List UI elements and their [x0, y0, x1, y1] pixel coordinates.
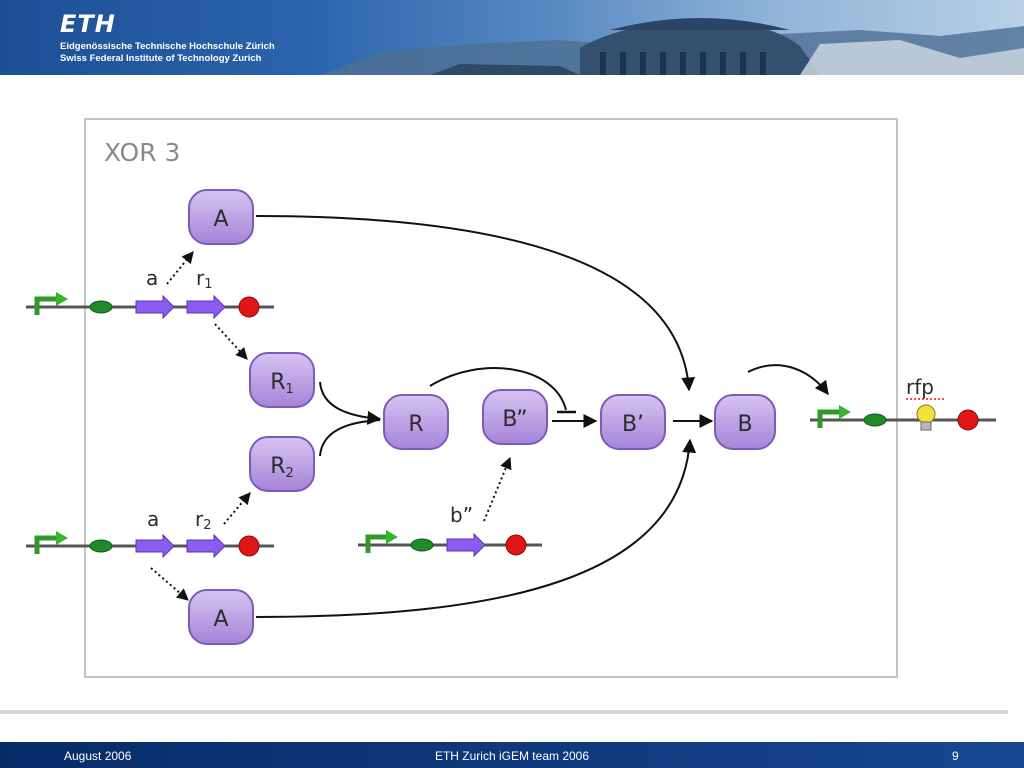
- svg-text:R: R: [408, 412, 423, 437]
- binding-arrow-r2: [319, 419, 381, 457]
- activation-arrow-b-rfp: [747, 364, 829, 396]
- promoter-icon: [817, 405, 851, 428]
- gene-label-b-double-prime: b”: [450, 503, 473, 527]
- rbs-icon: [89, 300, 113, 314]
- svg-text:B”: B”: [502, 407, 527, 432]
- expression-arrow: [483, 456, 512, 522]
- institution-name-english: Swiss Federal Institute of Technology Zu…: [60, 53, 262, 64]
- gene-label-r2: r2: [195, 507, 212, 533]
- node-b-double-prime: B”: [482, 389, 548, 445]
- footer-separator: [0, 710, 1008, 714]
- svg-text:R2: R2: [270, 454, 294, 481]
- node-r2: R2: [249, 436, 315, 492]
- node-a-bottom: A: [188, 589, 254, 645]
- node-r: R: [383, 394, 449, 450]
- gene-label-rfp: rfp: [906, 375, 934, 399]
- gene-label-r1: r1: [196, 266, 213, 292]
- gene-b-double-prime-icon: [446, 532, 486, 558]
- rbs-icon: [863, 413, 887, 427]
- footer-date: August 2006: [64, 749, 132, 763]
- footer-bar: August 2006 ETH Zurich iGEM team 2006 9: [0, 742, 1024, 768]
- gene-a-icon: [135, 533, 175, 559]
- terminator-icon: [957, 409, 979, 431]
- rbs-icon: [89, 539, 113, 553]
- svg-text:B’: B’: [622, 412, 644, 437]
- promoter-icon: [365, 530, 398, 553]
- header-banner: ETH Eidgenössische Technische Hochschule…: [0, 0, 1024, 75]
- promoter-icon: [34, 531, 68, 554]
- gene-label-a-bottom: a: [147, 507, 159, 531]
- gene-label-a-top: a: [146, 266, 158, 290]
- header-photo: [320, 18, 1024, 75]
- binding-arrow-r1: [319, 381, 382, 425]
- expression-arrow: [214, 323, 248, 360]
- lightbulb-icon: [916, 404, 936, 431]
- eth-logo: ETH: [60, 10, 116, 38]
- diagram-frame: [84, 118, 898, 678]
- expression-arrow: [223, 492, 251, 525]
- activation-arrow-a-bottom: [255, 438, 697, 618]
- rbs-icon: [410, 538, 434, 552]
- svg-text:R1: R1: [270, 370, 294, 397]
- activation-arrow-a-top: [255, 215, 696, 392]
- expression-arrow: [150, 567, 189, 601]
- node-b: B: [714, 394, 776, 450]
- terminator-icon: [238, 296, 260, 318]
- repression-arc: [429, 367, 567, 411]
- institution-name-german: Eidgenössische Technische Hochschule Zür…: [60, 41, 275, 52]
- expression-arrow: [166, 251, 194, 285]
- node-b-prime: B’: [600, 394, 666, 450]
- terminator-icon: [238, 535, 260, 557]
- node-r1: R1: [249, 352, 315, 408]
- svg-text:B: B: [737, 412, 752, 437]
- slide-title: XOR 3: [104, 138, 180, 167]
- svg-text:A: A: [213, 607, 228, 632]
- node-a-top: A: [188, 189, 254, 245]
- footer-team: ETH Zurich iGEM team 2006: [434, 749, 590, 763]
- gene-a-icon: [135, 294, 175, 320]
- gene-r1-icon: [186, 294, 226, 320]
- svg-text:A: A: [213, 207, 228, 232]
- terminator-icon: [505, 534, 527, 556]
- gene-r2-icon: [186, 533, 226, 559]
- promoter-icon: [34, 292, 68, 315]
- page-number: 9: [952, 749, 959, 763]
